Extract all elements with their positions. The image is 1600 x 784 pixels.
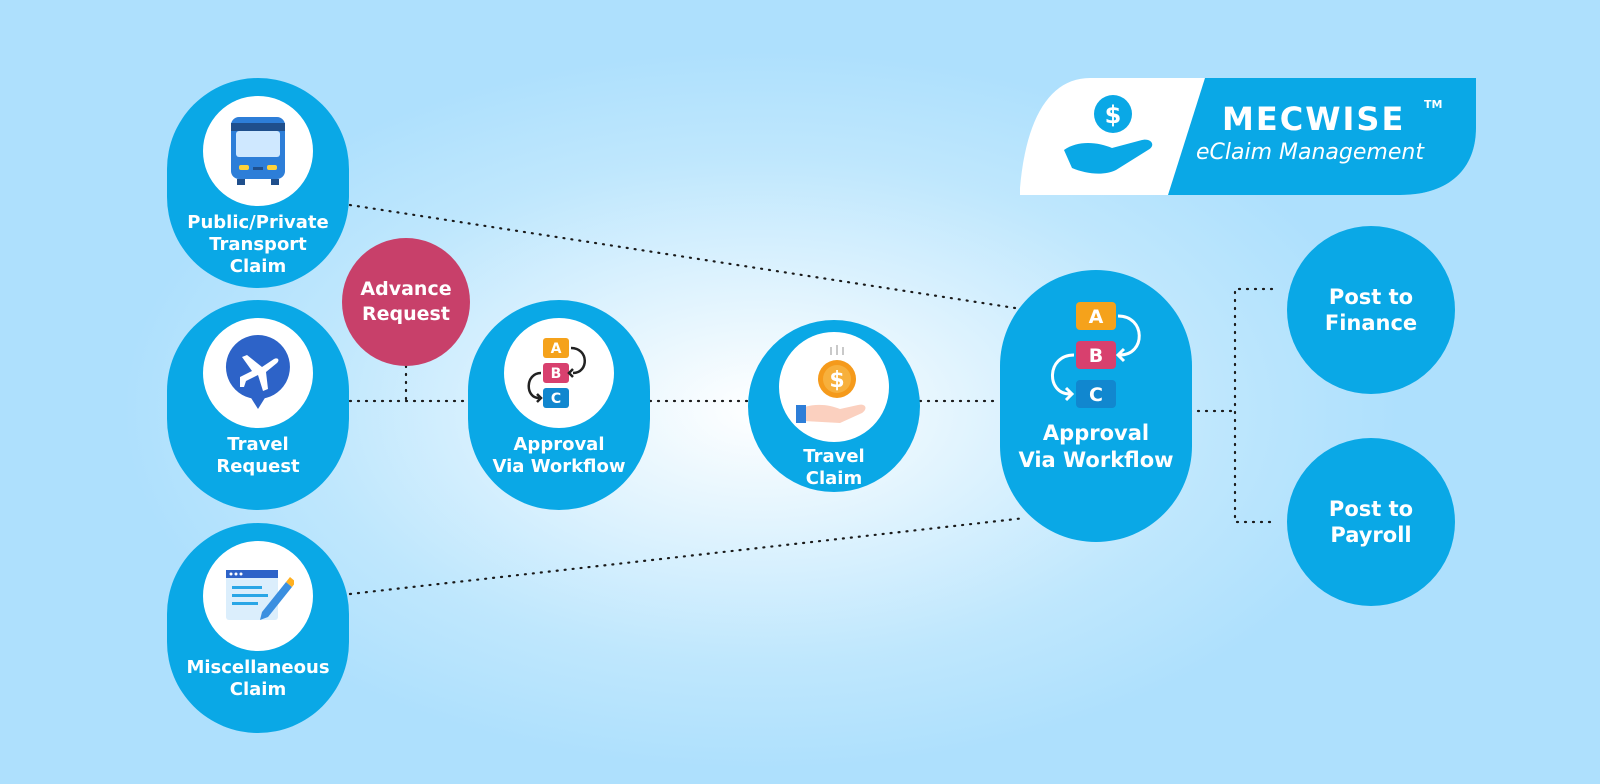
transport-claim-node[interactable]: Public/Private Transport Claim: [167, 78, 349, 288]
brand-subtitle: eClaim Management: [1196, 140, 1424, 165]
brand-banner: $ MECWISE TM eClaim Management: [1020, 78, 1476, 195]
workflow-step-c-2: C: [1089, 384, 1103, 406]
hand-dollar-icon: $: [1064, 95, 1153, 174]
transport-claim-label: Public/Private Transport Claim: [187, 212, 329, 277]
workflow-abc-icon: A B C: [527, 338, 586, 408]
hand-coin-icon: $: [796, 345, 866, 423]
airplane-icon: [225, 335, 290, 409]
svg-text:$: $: [1105, 101, 1122, 129]
post-to-finance-label: Post to Finance: [1324, 285, 1418, 335]
workflow-step-a: A: [551, 341, 562, 357]
approval-workflow-node-1[interactable]: A B C Approval Via Workflow: [468, 300, 650, 510]
transport-icon-disc: [203, 96, 313, 206]
bus-icon: [231, 117, 285, 185]
misc-icon-disc: [203, 541, 313, 651]
approval-workflow-node-2[interactable]: A B C Approval Via Workflow: [1000, 270, 1192, 542]
svg-text:$: $: [829, 368, 844, 393]
workflow-step-c: C: [551, 391, 561, 407]
approval-2-label: Approval Via Workflow: [1018, 421, 1174, 472]
advance-request-node[interactable]: Advance Request: [342, 238, 470, 366]
workflow-step-a-2: A: [1089, 306, 1104, 328]
approval-1-label: Approval Via Workflow: [492, 434, 626, 477]
travel-request-label: Travel Request: [216, 434, 300, 477]
travel-claim-label: Travel Claim: [803, 446, 865, 489]
workflow-abc-icon: A B C: [1051, 302, 1141, 408]
workflow-step-b-2: B: [1089, 345, 1103, 367]
travel-request-icon-disc: [203, 318, 313, 428]
post-to-payroll-label: Post to Payroll: [1328, 497, 1414, 547]
misc-claim-label: Miscellaneous Claim: [186, 657, 330, 700]
approval-1-icon-disc: A B C: [504, 318, 614, 428]
workflow-step-b: B: [551, 366, 562, 382]
misc-claim-node[interactable]: Miscellaneous Claim: [167, 523, 349, 733]
travel-claim-icon-disc: $: [779, 332, 889, 442]
document-edit-icon: [226, 570, 294, 620]
post-to-payroll-node[interactable]: Post to Payroll: [1287, 438, 1455, 606]
travel-request-node[interactable]: Travel Request: [167, 300, 349, 510]
post-to-finance-node[interactable]: Post to Finance: [1287, 226, 1455, 394]
advance-request-label: Advance Request: [360, 278, 452, 325]
brand-trademark: TM: [1424, 98, 1443, 111]
travel-claim-node[interactable]: $ Travel Claim: [748, 320, 920, 492]
brand-name: MECWISE: [1222, 100, 1406, 138]
